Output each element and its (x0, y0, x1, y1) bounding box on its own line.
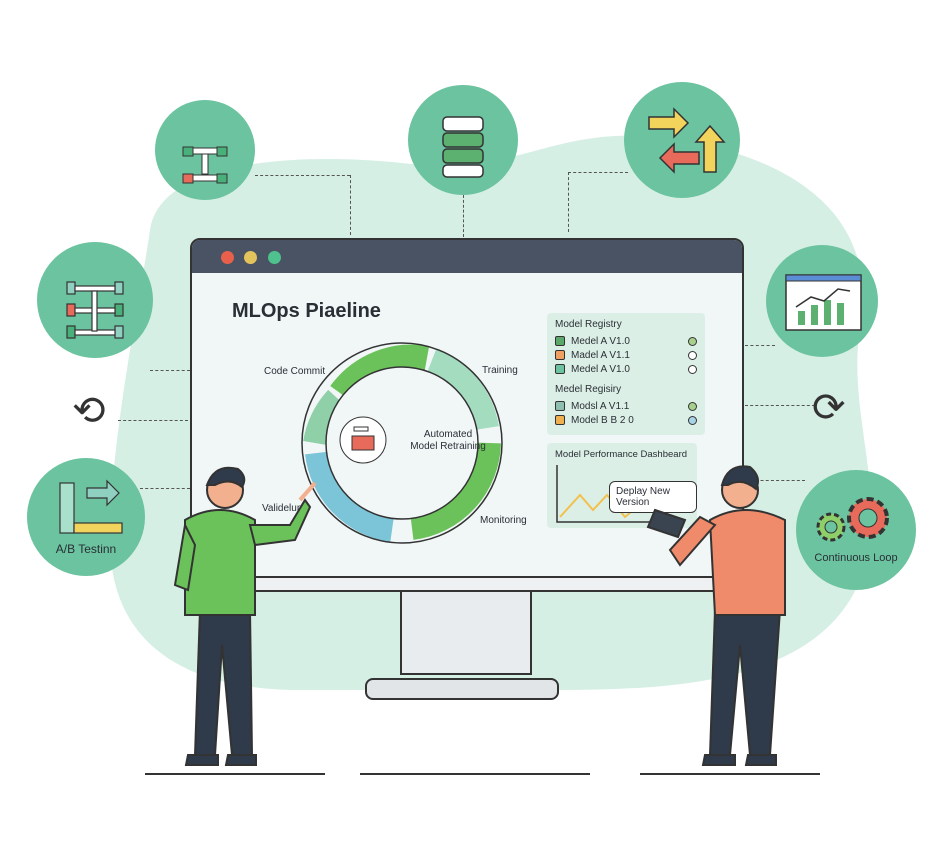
stage-code-commit: Code Commit (264, 366, 326, 377)
registry-item[interactable]: Medel A V1.0 (555, 334, 705, 348)
status-indicator-icon (688, 350, 697, 360)
monitor-stand-base (365, 678, 559, 700)
floor-line (145, 773, 325, 775)
model-color-swatch (555, 401, 565, 411)
continuous-loop-badge: Continuous Loop (796, 470, 916, 590)
database-icon (442, 116, 484, 178)
workflow-badge (37, 242, 153, 358)
page-title: MLOps Piaeline (232, 300, 381, 322)
chart-window-icon (785, 274, 862, 331)
swap-arrows-icon (648, 107, 726, 174)
deployment-arrows-badge (624, 82, 740, 198)
minimize-dot[interactable] (244, 251, 257, 264)
analytics-badge (766, 245, 878, 357)
registry-item[interactable]: Model B B 2 0 (555, 413, 705, 427)
continuous-loop-label: Continuous Loop (814, 552, 898, 564)
cycle-arrow-validation (305, 451, 395, 542)
workflow-icon (66, 281, 124, 339)
ab-testing-label: A/B Testinn (55, 542, 117, 556)
stage-validation: Validelum (262, 503, 306, 514)
pipeline-nodes-badge (155, 100, 255, 200)
registry-item[interactable]: Medel A V1.0 (555, 362, 705, 376)
stage-training: Training (482, 365, 518, 376)
status-indicator-icon (688, 415, 697, 425)
status-indicator-icon (688, 336, 697, 346)
gears-icon (816, 497, 889, 542)
model-name: Modsl A V1.1 (571, 400, 630, 412)
monitor-stand-neck (400, 588, 532, 675)
ab-testing-badge: A/B Testinn (27, 458, 145, 576)
model-color-swatch (555, 350, 565, 360)
refresh-icon: ⟳ (812, 386, 846, 430)
center-label-line2: Model Retraining (410, 441, 486, 452)
registry-item[interactable]: Madel A V1.1 (555, 348, 705, 362)
robot-retrain-icon (339, 416, 387, 464)
registry-title-2: Medel Regisiry (555, 384, 622, 395)
maximize-dot[interactable] (268, 251, 281, 264)
center-label-line1: Automated (423, 429, 473, 440)
person-orange-shirt (646, 465, 786, 766)
model-name: Medel A V1.0 (571, 335, 630, 347)
model-color-swatch (555, 364, 565, 374)
model-color-swatch (555, 336, 565, 346)
model-name: Model B B 2 0 (571, 414, 634, 426)
cycle-arrow-monitoring (410, 442, 501, 540)
person-green-shirt (173, 466, 317, 766)
cycle-arrow-training (427, 348, 499, 431)
pipeline-nodes-icon (182, 146, 228, 184)
performance-dashboard: Model Performance Dashbeard Deplay New V… (547, 443, 697, 528)
ab-testing-icon (59, 479, 123, 534)
registry-title: Model Registry (555, 319, 622, 330)
pipeline-cycle (301, 342, 503, 544)
window-titlebar (192, 240, 742, 273)
model-color-swatch (555, 415, 565, 425)
deploy-new-version-button[interactable]: Deplay New Version (609, 481, 697, 513)
cycle-arrow-return (303, 389, 347, 446)
refresh-icon: ⟲ (72, 389, 106, 433)
database-badge (408, 85, 518, 195)
registry-item[interactable]: Modsl A V1.1 (555, 399, 705, 413)
status-indicator-icon (688, 401, 697, 411)
dashboard-title: Model Performance Dashbeard (555, 449, 688, 460)
floor-line (360, 773, 590, 775)
stage-monitoring: Monitoring (480, 515, 527, 526)
monitor: MLOps Piaeline Automa (190, 238, 744, 592)
center-label: Automated Model Retraining (403, 429, 493, 453)
status-indicator-icon (688, 364, 697, 374)
screen: MLOps Piaeline Automa (192, 273, 742, 578)
model-name: Madel A V1.1 (571, 349, 630, 361)
model-name: Medel A V1.0 (571, 363, 630, 375)
floor-line (640, 773, 820, 775)
close-dot[interactable] (221, 251, 234, 264)
cycle-arrow-commit (330, 344, 430, 401)
